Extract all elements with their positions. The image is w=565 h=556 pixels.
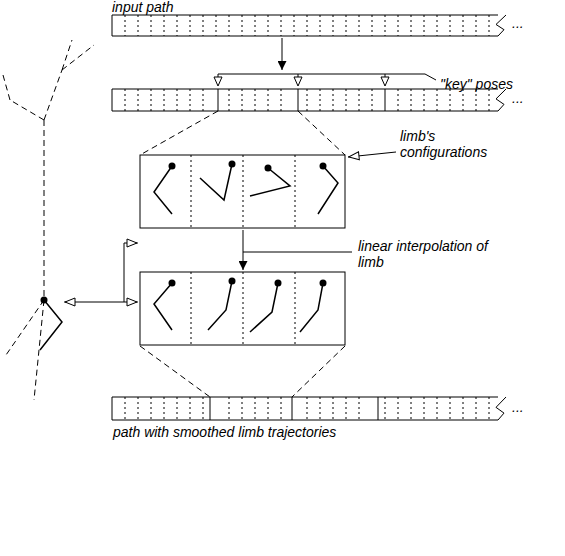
caption-label: path with smoothed limb trajectories bbox=[113, 424, 336, 440]
callout-label: "key" poses bbox=[440, 76, 513, 92]
path-label: input path bbox=[112, 0, 174, 15]
callout-label: limb's configurations bbox=[400, 128, 510, 160]
step-label: linear interpolation of limb bbox=[358, 238, 498, 270]
ellipsis: ... bbox=[512, 90, 524, 106]
ellipsis: ... bbox=[512, 15, 524, 31]
ellipsis: ... bbox=[512, 399, 524, 415]
